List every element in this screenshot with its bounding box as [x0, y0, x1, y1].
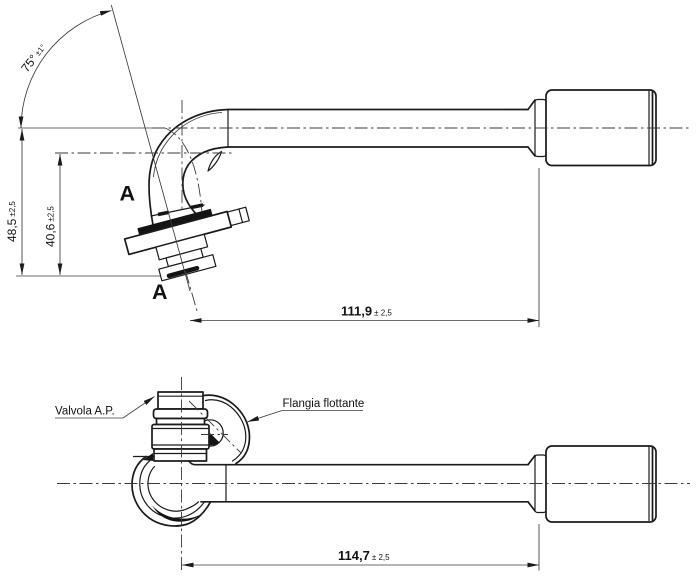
section-label-a-bottom: A [152, 280, 168, 304]
flange-inner-edge [204, 399, 247, 462]
section-trace-diagonal [188, 400, 242, 454]
hose-ferrule-top [527, 89, 657, 167]
bend-axis-centerline [164, 127, 203, 213]
section-tick-right [190, 203, 204, 210]
gasket-band [137, 208, 213, 236]
top-length-label: 111,9± 2,5 [341, 304, 392, 319]
top-view: 75°±1° 48,5±2,5 40,6±2,5 111,9± 2,5 A A [5, 4, 690, 327]
service-valve [132, 391, 210, 462]
elbow-outer-contour [148, 108, 229, 226]
valve-assembly [123, 203, 250, 282]
valve-ap-label: Valvola A.P. [55, 406, 115, 418]
hose-ferrule-bottom [527, 445, 657, 523]
top-view-dimensions [16, 4, 540, 327]
section-line-a-a [110, 4, 191, 292]
torus-crimp-crescent [152, 505, 202, 522]
bottom-view-dimensions [182, 524, 540, 571]
pipe-top-edge-bottom-view [188, 460, 529, 466]
elbow-end-torus [131, 455, 212, 527]
valve-base-dark-wedge [143, 453, 153, 461]
elbow-weld-lens [207, 150, 223, 172]
ferrule-flare-bottom [527, 146, 536, 157]
valve-neck [155, 417, 206, 426]
elbow-pipe [148, 108, 529, 226]
section-label-a-top: A [120, 182, 136, 206]
pipe-bottom-view [188, 460, 529, 503]
flange-leader-line [247, 410, 283, 423]
floating-flange-label: Flangia flottante [283, 398, 365, 410]
ferrule-flare-bottom-b [527, 500, 536, 512]
elbow-inner-contour [181, 146, 229, 215]
valve-base [153, 448, 208, 462]
bottom-view-centerlines [57, 377, 690, 571]
leader-valve-ap [55, 396, 155, 419]
torus-bore-arc [147, 465, 200, 512]
flange-arm-end-line [238, 208, 244, 224]
torus-wall-arc [139, 460, 206, 519]
flange-plate [123, 210, 233, 256]
top-view-centerlines [18, 100, 690, 312]
valve-cap-dark-band [166, 265, 200, 279]
valve-collar [152, 408, 209, 420]
valve-top-cap [157, 391, 204, 410]
angle-dimension-arc [18, 10, 112, 129]
ferrule-body-b [545, 445, 657, 523]
torus-outer-arc [131, 455, 212, 527]
valve-leader-line [122, 396, 155, 419]
bottom-view: Valvola A.P. Flangia flottante 114,7± 2,… [55, 377, 690, 571]
elbow-mid-highlight [153, 112, 223, 178]
leader-floating-flange [247, 410, 363, 423]
valve-body-step1 [155, 233, 209, 261]
angle-dimension-label: 75°±1° [18, 41, 49, 75]
ferrule-flare-top [527, 99, 536, 111]
flange-outer-edge [200, 394, 251, 465]
total-height-label: 48,5±2,5 [5, 201, 19, 242]
bottom-length-label: 114,7± 2,5 [338, 548, 390, 563]
ferrule-flare-top-b [527, 454, 536, 466]
valve-axis-centerline [185, 270, 198, 312]
section-tick-left [157, 210, 170, 217]
flange-height-label: 40,6±2,5 [44, 206, 58, 247]
